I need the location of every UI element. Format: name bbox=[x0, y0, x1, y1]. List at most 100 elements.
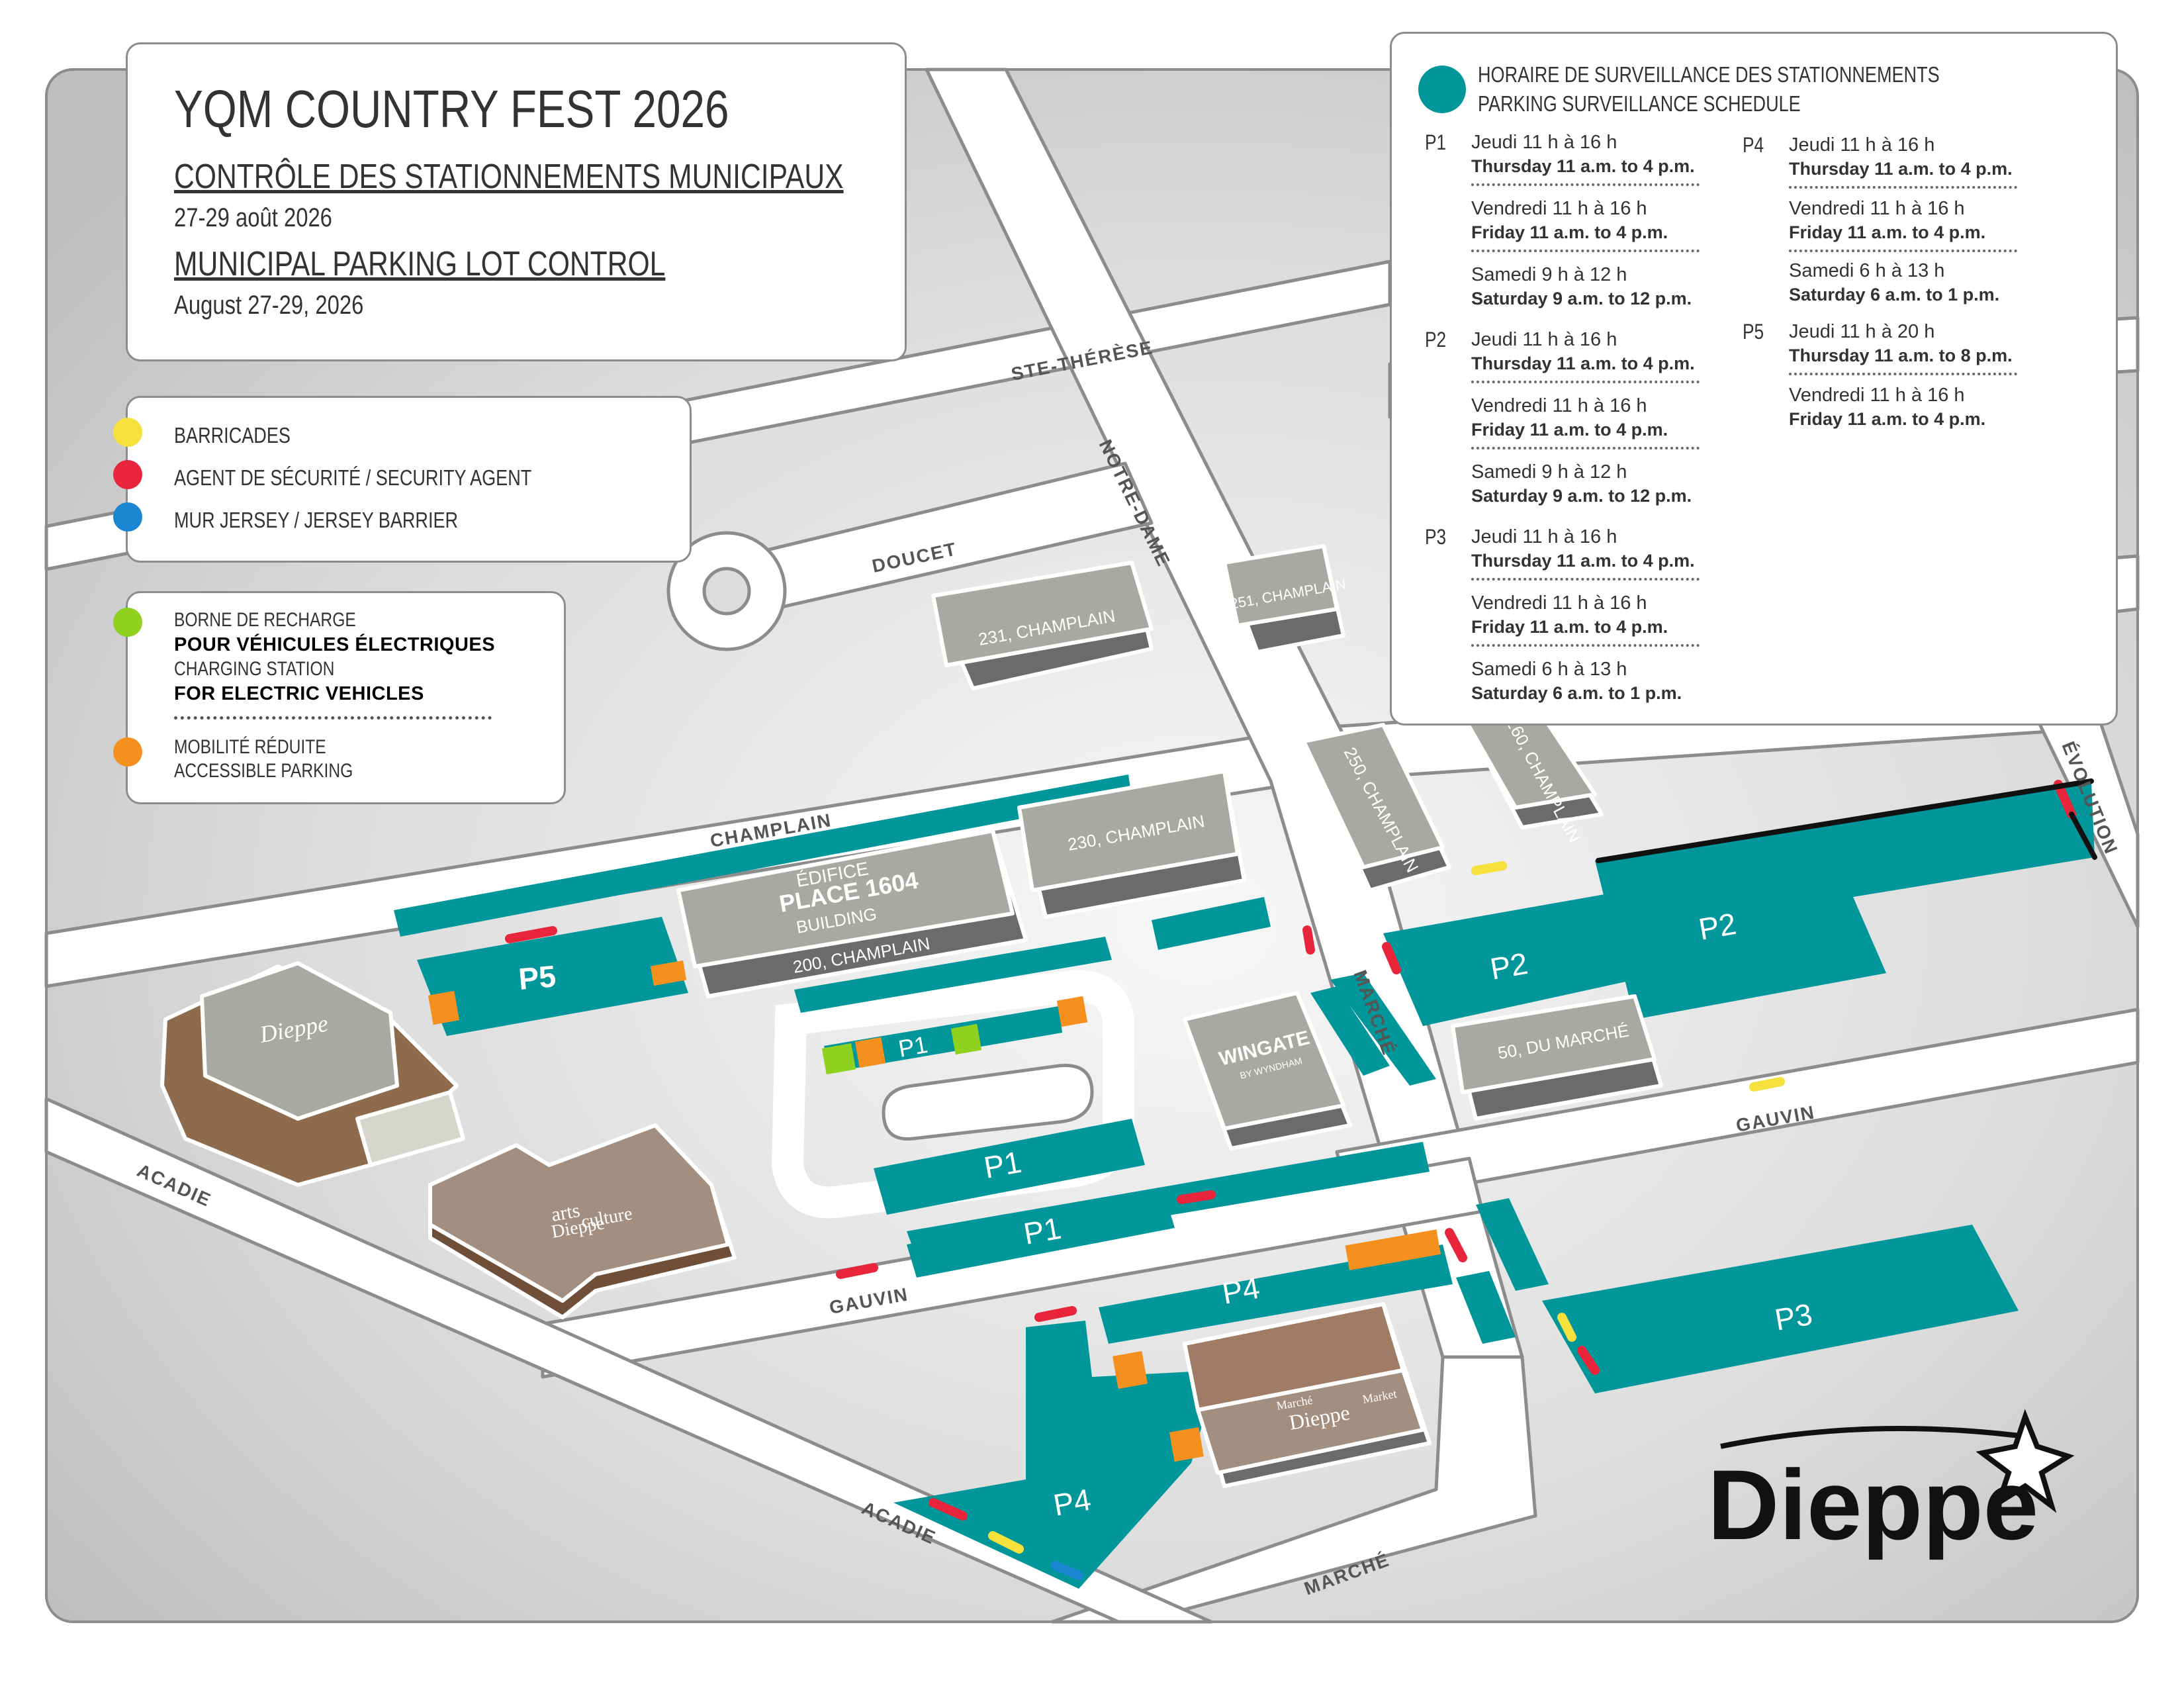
lot-p3 bbox=[1542, 1225, 2019, 1393]
label-p5: P5 bbox=[517, 959, 557, 996]
lot-p5 bbox=[417, 917, 688, 1036]
security-agent-marker bbox=[2054, 780, 2076, 819]
label-p1-mid: P1 bbox=[981, 1145, 1024, 1185]
roundabout-center bbox=[702, 567, 751, 616]
jersey-barrier-line bbox=[1596, 778, 2094, 863]
jersey-barrier-line bbox=[2069, 812, 2097, 860]
building-dieppe-centre bbox=[160, 961, 465, 1187]
security-agent-marker bbox=[1445, 1228, 1467, 1262]
security-agent-marker bbox=[1382, 942, 1401, 974]
legend-charging-fr-1: BORNE DE RECHARGE bbox=[174, 609, 356, 631]
heading-en: MUNICIPAL PARKING LOT CONTROL bbox=[174, 245, 666, 283]
lot-p3-side-2 bbox=[1456, 1271, 1516, 1344]
security-agent-marker bbox=[929, 1498, 968, 1521]
lot-champlain-strip bbox=[394, 774, 1132, 937]
label-arts: arts bbox=[549, 1199, 581, 1226]
building-231 bbox=[931, 561, 1154, 690]
lot-marche-strip-1 bbox=[1310, 986, 1390, 1076]
label-p4-top: P4 bbox=[1220, 1270, 1262, 1311]
lot-p4-bottom bbox=[893, 1321, 1218, 1589]
heading-fr: CONTRÔLE DES STATIONNEMENTS MUNICIPAUX bbox=[174, 158, 844, 196]
building-250 bbox=[1302, 723, 1451, 892]
schedule-lot-p2: P2 bbox=[1425, 328, 1447, 352]
jersey-barrier-legend-icon bbox=[113, 502, 142, 532]
accessible-spot bbox=[1345, 1229, 1441, 1271]
security-agent-marker bbox=[1302, 925, 1315, 955]
legend-accessible-fr: MOBILITÉ RÉDUITE bbox=[174, 736, 326, 758]
lot-p3-side-1 bbox=[1476, 1198, 1549, 1291]
security-agent-marker bbox=[836, 1263, 878, 1279]
accessible-spot bbox=[854, 1037, 886, 1068]
schedule-divider bbox=[1789, 373, 2017, 375]
date-fr: 27-29 août 2026 bbox=[174, 203, 332, 232]
security-agent-marker bbox=[1177, 1190, 1216, 1204]
legend-charging-en-1: CHARGING STATION bbox=[174, 658, 335, 680]
schedule-lot-p4: P4 bbox=[1743, 133, 1764, 157]
schedule-header-fr: HORAIRE DE SURVEILLANCE DES STATIONNEMEN… bbox=[1478, 62, 1940, 87]
markers bbox=[505, 778, 2097, 1580]
schedule-header-en: PARKING SURVEILLANCE SCHEDULE bbox=[1478, 91, 1801, 116]
date-en: August 27-29, 2026 bbox=[174, 291, 364, 320]
building-251 bbox=[1222, 544, 1345, 654]
event-title: YQM COUNTRY FEST 2026 bbox=[174, 79, 729, 138]
building-50-marche bbox=[1451, 994, 1663, 1121]
schedule-lot-p1: P1 bbox=[1425, 130, 1447, 154]
accessible-spot bbox=[1056, 996, 1088, 1027]
legend-barricades: BARRICADES bbox=[174, 423, 291, 447]
barricade-marker bbox=[1557, 1313, 1576, 1342]
accessible-spot bbox=[428, 990, 460, 1025]
barricade-marker bbox=[988, 1531, 1024, 1554]
legend-charging-fr-2: POUR VÉHICULES ÉLECTRIQUES bbox=[174, 634, 496, 655]
buildings bbox=[160, 544, 1663, 1488]
ev-charging-spot bbox=[950, 1023, 982, 1055]
building-wingate bbox=[1183, 991, 1352, 1150]
star-icon bbox=[1976, 1409, 2075, 1513]
security-agent-marker bbox=[1577, 1346, 1600, 1375]
schedule-divider bbox=[1471, 183, 1700, 186]
lot-gauvin-strip bbox=[907, 1142, 1430, 1258]
schedule-divider bbox=[1471, 250, 1700, 252]
marker-legend: BARRICADES AGENT DE SÉCURITÉ / SECURITY … bbox=[113, 396, 692, 563]
building-market bbox=[1183, 1302, 1432, 1488]
legend-divider bbox=[174, 716, 492, 720]
schedule-divider bbox=[1789, 186, 2017, 189]
lot-strip-230 bbox=[1152, 897, 1271, 950]
schedule-header: HORAIRE DE SURVEILLANCE DES STATIONNEMEN… bbox=[1478, 60, 1940, 118]
security-agent-marker bbox=[1034, 1306, 1077, 1322]
schedule-divider bbox=[1789, 250, 2017, 252]
parking-lots bbox=[394, 774, 2095, 1589]
label-p2-left: P2 bbox=[1488, 946, 1530, 986]
barricade-legend-icon bbox=[113, 418, 142, 447]
services-legend: BORNE DE RECHARGE POUR VÉHICULES ÉLECTRI… bbox=[113, 591, 566, 804]
label-p1-low: P1 bbox=[1021, 1211, 1064, 1251]
schedule-divider bbox=[1471, 381, 1700, 383]
legend-security-agent: AGENT DE SÉCURITÉ / SECURITY AGENT bbox=[174, 465, 532, 490]
ev-charging-spots bbox=[821, 1023, 982, 1075]
barricade-marker bbox=[1471, 861, 1507, 875]
accessible-spot bbox=[650, 960, 687, 986]
building-edifice bbox=[676, 829, 1028, 998]
building-230 bbox=[1017, 769, 1246, 919]
accessible-spots bbox=[428, 960, 1441, 1462]
legend-charging-en-2: FOR ELECTRIC VEHICLES bbox=[174, 683, 424, 704]
logo-wordmark: Dieppe bbox=[1707, 1449, 2038, 1560]
road-acadie bbox=[44, 1097, 1213, 1624]
label-p4-bottom: P4 bbox=[1051, 1482, 1093, 1523]
accessible-legend-icon bbox=[113, 737, 142, 767]
lot-marche-strip-2 bbox=[1330, 973, 1436, 1086]
legend-accessible-en: ACCESSIBLE PARKING bbox=[174, 760, 353, 782]
lot-p4-top bbox=[1099, 1244, 1453, 1344]
lot-labels: P5 P1 P1 P1 P4 P4 P2 P2 P3 bbox=[517, 906, 1815, 1523]
building-labels: 231, CHAMPLAIN 251, CHAMPLAIN 230, CHAMP… bbox=[257, 576, 1630, 1434]
